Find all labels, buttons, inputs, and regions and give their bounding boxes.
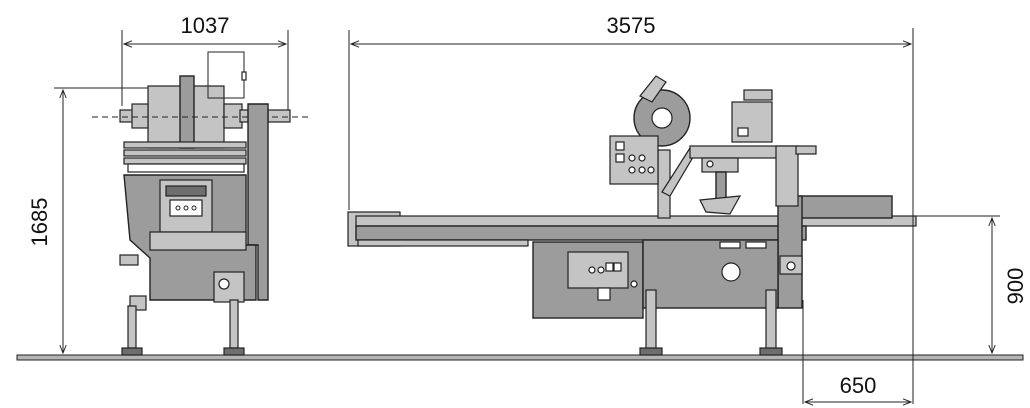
discharge-column <box>777 195 803 309</box>
foot-left <box>121 347 143 356</box>
rail-2 <box>123 149 247 157</box>
drive-knob <box>721 262 741 282</box>
dim-height: 1685 <box>27 198 52 247</box>
front-foot-right <box>759 347 783 356</box>
leg-left <box>127 305 137 349</box>
crimp-stem <box>715 171 727 201</box>
reel-hub <box>651 107 673 129</box>
jaw-top <box>165 185 207 197</box>
front-view <box>347 75 917 356</box>
front-leg-left <box>645 289 657 351</box>
discharge-cover <box>799 195 893 219</box>
reel-shaft <box>119 103 291 129</box>
lower-panel <box>149 231 247 251</box>
bracket-pin <box>241 71 247 81</box>
front-leg-right <box>765 289 777 351</box>
main-cabinet <box>642 239 779 309</box>
foot-right <box>223 347 245 356</box>
dim-infeed-length: 650 <box>840 373 877 398</box>
dim-total-length: 3575 <box>607 13 656 38</box>
dim-side-width: 1037 <box>181 13 230 38</box>
main-switch <box>597 287 611 301</box>
head-support <box>775 145 799 207</box>
dim-table-height: 900 <box>1003 268 1028 305</box>
conveyor-rail <box>355 225 807 241</box>
rail-4 <box>127 163 245 173</box>
reel-arm-top <box>639 75 667 103</box>
jaw-window <box>169 199 203 217</box>
head-top <box>743 89 773 101</box>
former-shoe <box>699 195 742 215</box>
dimension-lines <box>54 28 1000 404</box>
rail-1 <box>123 141 247 149</box>
side-view <box>92 51 312 356</box>
side-connector <box>119 254 139 266</box>
motor-box <box>213 271 245 303</box>
front-foot-left <box>639 347 663 356</box>
motor-knob <box>218 278 230 290</box>
conveyor-underside <box>357 239 529 247</box>
leg-right <box>229 299 239 349</box>
head-arm <box>795 145 817 155</box>
reel-arm <box>179 75 195 149</box>
floor-line <box>16 354 1024 361</box>
rail-3 <box>123 157 247 165</box>
